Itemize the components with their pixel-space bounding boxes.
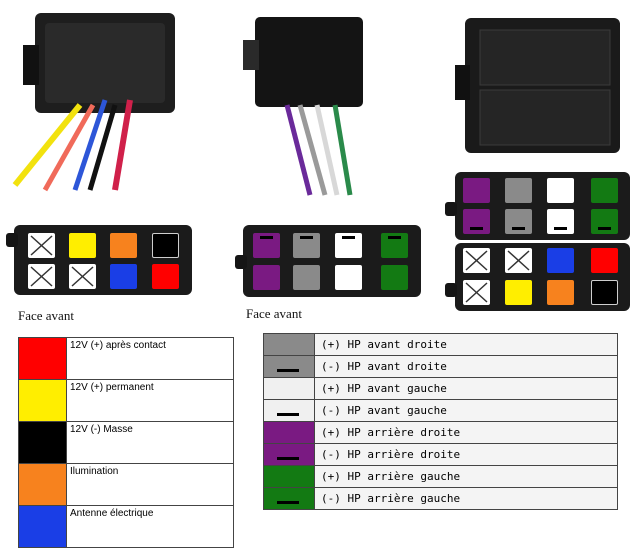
pin-green-striped — [381, 233, 408, 258]
unused-pin — [463, 280, 490, 305]
legend-row: (-) HP arrière gauche — [263, 487, 618, 510]
power-connector-photo — [12, 13, 175, 192]
pin-yellow — [69, 233, 96, 258]
legend-row: 12V (+) permanent — [18, 379, 234, 422]
legend-label: (+) HP arrière droite — [314, 421, 618, 444]
color-swatch — [18, 337, 67, 380]
legend-row: Antenne électrique — [18, 505, 234, 548]
legend-row: (+) HP arrière gauche — [263, 465, 618, 488]
unused-pin — [28, 264, 55, 289]
legend-label: (+) HP avant droite — [314, 333, 618, 356]
pin-yellow — [505, 280, 532, 305]
legend-row: (-) HP avant droite — [263, 355, 618, 378]
pin-purple-striped — [463, 209, 490, 234]
pin-grey — [505, 178, 532, 203]
color-swatch — [18, 463, 67, 506]
pin-purple — [253, 265, 280, 290]
legend-label: (-) HP avant gauche — [314, 399, 618, 422]
legend-label: (-) HP arrière gauche — [314, 487, 618, 510]
color-swatch-striped — [263, 355, 315, 378]
pin-grey-striped — [293, 233, 320, 258]
pin-white — [547, 178, 574, 203]
legend-row: (+) HP avant gauche — [263, 377, 618, 400]
legend-row: Ilumination — [18, 463, 234, 506]
color-swatch — [263, 421, 315, 444]
legend-label: 12V (+) après contact — [66, 337, 234, 380]
caption-middle: Face avant — [246, 306, 302, 321]
legend-label: (-) HP avant droite — [314, 355, 618, 378]
legend-row: (-) HP arrière droite — [263, 443, 618, 466]
unused-pin — [28, 233, 55, 258]
legend-label: 12V (-) Masse — [66, 421, 234, 464]
speaker-connector-photo — [243, 17, 363, 196]
color-swatch — [263, 333, 315, 356]
legend-row: (-) HP avant gauche — [263, 399, 618, 422]
legend-label: 12V (+) permanent — [66, 379, 234, 422]
color-swatch — [18, 421, 67, 464]
combined-power-connector-diagram — [445, 243, 630, 311]
power-connector-diagram — [6, 225, 192, 295]
pin-green — [381, 265, 408, 290]
connector-tab — [445, 283, 457, 297]
connector-rear-photo — [455, 18, 620, 153]
color-swatch — [263, 465, 315, 488]
color-swatch-striped — [263, 399, 315, 422]
unused-pin — [69, 264, 96, 289]
legend-row: 12V (-) Masse — [18, 421, 234, 464]
pin-purple-striped — [253, 233, 280, 258]
unused-pin — [505, 248, 532, 273]
pin-green-striped — [591, 209, 618, 234]
legend-row: (+) HP arrière droite — [263, 421, 618, 444]
pin-purple — [463, 178, 490, 203]
legend-label: (+) HP arrière gauche — [314, 465, 618, 488]
pin-black — [152, 233, 179, 258]
pin-black — [591, 280, 618, 305]
connector-tab — [6, 233, 18, 247]
pin-white — [335, 265, 362, 290]
color-swatch — [18, 505, 67, 548]
pin-red — [591, 248, 618, 273]
connector-tab — [235, 255, 247, 269]
pin-red — [152, 264, 179, 289]
pin-orange — [547, 280, 574, 305]
pin-blue — [547, 248, 574, 273]
pin-orange — [110, 233, 137, 258]
connector-tab — [445, 202, 457, 216]
color-swatch — [18, 379, 67, 422]
speaker-connector-diagram — [235, 225, 421, 297]
legend-row: (+) HP avant droite — [263, 333, 618, 356]
caption-left: Face avant — [18, 308, 74, 323]
power-legend-table: 12V (+) après contact 12V (+) permanent … — [18, 337, 234, 548]
legend-label: (-) HP arrière droite — [314, 443, 618, 466]
color-swatch — [263, 377, 315, 400]
pin-green — [591, 178, 618, 203]
speaker-legend-table: (+) HP avant droite (-) HP avant droite … — [263, 333, 618, 510]
pin-blue — [110, 264, 137, 289]
legend-label: Ilumination — [66, 463, 234, 506]
legend-row: 12V (+) après contact — [18, 337, 234, 380]
color-swatch-striped — [263, 443, 315, 466]
pin-grey-striped — [505, 209, 532, 234]
legend-label: (+) HP avant gauche — [314, 377, 618, 400]
combined-speaker-connector-diagram — [445, 172, 630, 240]
pin-white-striped — [335, 233, 362, 258]
pin-grey — [293, 265, 320, 290]
unused-pin — [463, 248, 490, 273]
color-swatch-striped — [263, 487, 315, 510]
legend-label: Antenne électrique — [66, 505, 234, 548]
pin-white-striped — [547, 209, 574, 234]
